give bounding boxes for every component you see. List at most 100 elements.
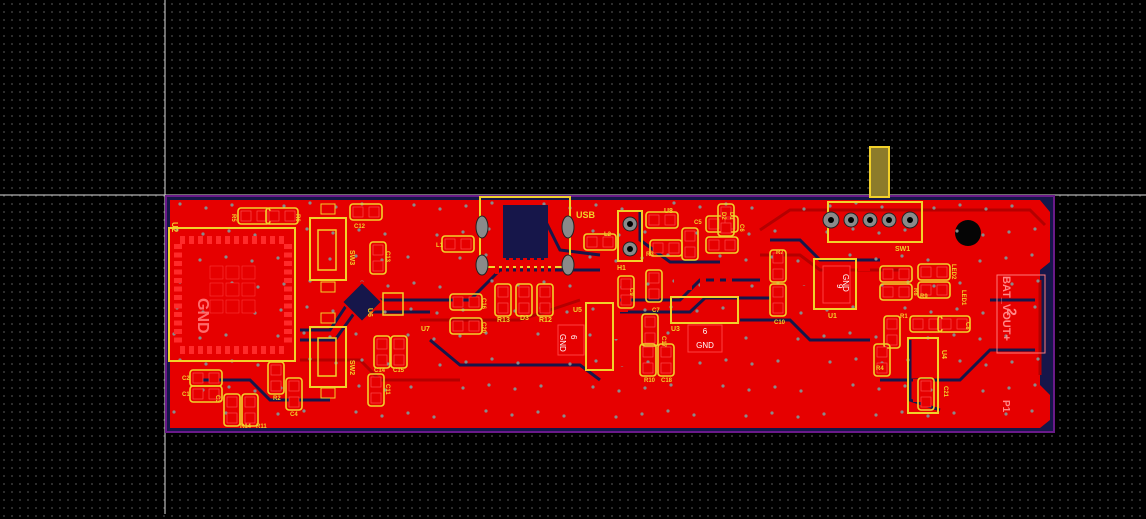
r7-component[interactable] (769, 249, 787, 283)
via (380, 414, 384, 418)
silk-label-c7: C7 (652, 308, 660, 314)
r12-component[interactable] (536, 283, 554, 317)
via (984, 207, 988, 211)
c7-component[interactable] (645, 269, 663, 303)
c14-component[interactable] (373, 335, 391, 369)
silk-label-l2: L2 (604, 232, 612, 238)
via (490, 201, 494, 205)
via (643, 386, 647, 390)
via (926, 414, 930, 418)
via (357, 228, 361, 232)
r13-component[interactable] (494, 283, 512, 317)
c5-component[interactable] (645, 211, 679, 229)
c18-component[interactable] (657, 343, 675, 377)
via (958, 359, 962, 363)
u2-pad (284, 320, 292, 326)
via (721, 306, 725, 310)
via (536, 332, 540, 336)
c20-component[interactable] (449, 317, 483, 335)
via (276, 256, 280, 260)
via (224, 333, 228, 337)
silk-label-c21: C21 (942, 386, 948, 398)
c21-component[interactable] (917, 377, 935, 411)
u5-ic[interactable] (557, 302, 628, 371)
u2-pad (189, 346, 194, 354)
silk-label-r6: R6 (294, 214, 300, 222)
via (461, 386, 465, 390)
mounting-hole[interactable] (955, 220, 981, 246)
u1-ic[interactable] (800, 258, 870, 310)
via (851, 305, 855, 309)
c3b-component[interactable] (189, 385, 223, 403)
via (666, 331, 670, 335)
via (542, 202, 546, 206)
via (822, 334, 826, 338)
r9-component[interactable] (879, 283, 913, 301)
via (438, 285, 442, 289)
c6-component[interactable] (681, 227, 699, 261)
silk-label-led2: LED2 (950, 264, 956, 280)
u2-pad (234, 236, 239, 244)
silk-label-u7: U7 (421, 326, 430, 333)
led2-component[interactable] (917, 281, 951, 299)
r8-component[interactable] (879, 265, 913, 283)
via (932, 284, 936, 288)
c17-component[interactable] (641, 313, 659, 347)
u2-module[interactable] (168, 227, 296, 362)
c1-component[interactable] (937, 315, 971, 333)
c4b-component[interactable] (285, 377, 303, 411)
u3-ic[interactable] (670, 270, 739, 353)
via (282, 204, 286, 208)
d3-component[interactable] (515, 283, 533, 317)
c12-component[interactable] (349, 203, 383, 221)
r10-component[interactable] (639, 343, 657, 377)
silk-label-gnd: GND (194, 298, 211, 334)
c13-component[interactable] (369, 241, 387, 275)
l2-component[interactable] (583, 233, 617, 251)
c9-component[interactable] (617, 275, 635, 309)
d1-component[interactable] (717, 203, 735, 237)
r14-component[interactable] (223, 393, 241, 427)
battery-connector[interactable] (996, 274, 1046, 354)
silk-label-c5: C5 (694, 220, 702, 226)
silk-label-c18: C18 (661, 378, 673, 384)
via (828, 360, 832, 364)
sw3-button[interactable] (309, 203, 347, 293)
c11-component[interactable] (367, 373, 385, 407)
sw1-slide-switch[interactable] (822, 146, 923, 243)
via (695, 309, 699, 313)
h1-header[interactable] (617, 210, 643, 262)
u2-pad (252, 236, 257, 244)
via (432, 415, 436, 419)
led1-component[interactable] (917, 263, 951, 281)
l1-component[interactable] (441, 235, 475, 253)
usb-connector[interactable] (475, 196, 575, 276)
u2-pad (174, 295, 182, 300)
r2-component[interactable] (267, 361, 285, 395)
r6-component[interactable] (265, 207, 299, 225)
c10-component[interactable] (769, 283, 787, 317)
via (698, 361, 702, 365)
via (484, 331, 488, 335)
via (354, 254, 358, 258)
r1-component[interactable] (883, 315, 901, 349)
c4-component[interactable] (705, 236, 739, 254)
silk-label-c4: C4 (290, 412, 298, 418)
r4-component[interactable] (873, 343, 891, 377)
u2-pad (284, 312, 292, 317)
sw2-button[interactable] (309, 312, 347, 399)
via (1033, 227, 1037, 231)
via (750, 206, 754, 210)
silk-label-u8: U8 (664, 208, 673, 215)
silk-label-j1-num: 2 (1004, 308, 1020, 316)
u6-ic[interactable] (340, 280, 404, 324)
via (672, 201, 676, 205)
passive-components[interactable] (189, 203, 971, 427)
c16-component[interactable] (449, 293, 483, 311)
via (614, 259, 618, 263)
c15-component[interactable] (390, 335, 408, 369)
r11-component[interactable] (241, 393, 259, 427)
pad-net-label: 9 (835, 284, 844, 289)
